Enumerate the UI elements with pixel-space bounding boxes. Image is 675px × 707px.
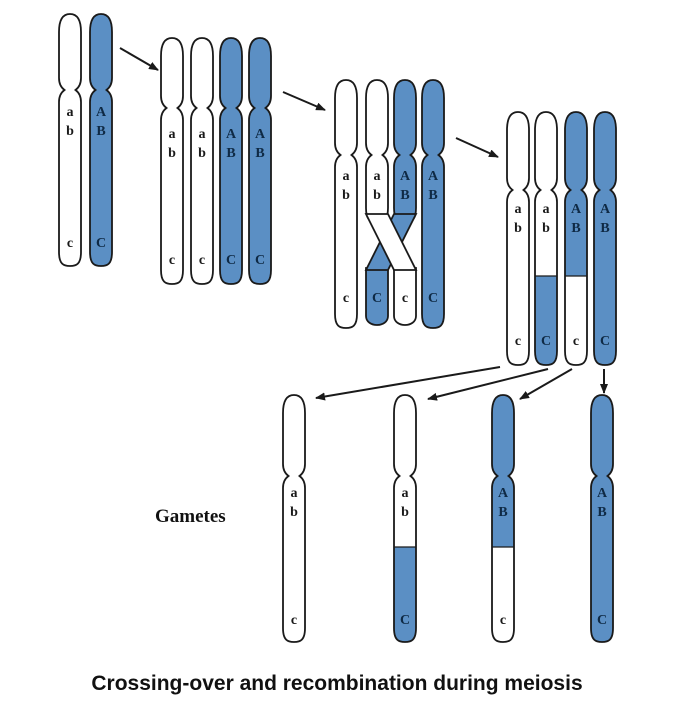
allele-label-lower: C (597, 613, 607, 628)
chromosome (220, 38, 242, 284)
allele-label-upper: A (226, 127, 237, 142)
allele-label-upper: A (571, 202, 582, 217)
allele-label-mid: B (571, 221, 580, 236)
allele-label-lower: c (515, 334, 521, 349)
allele-label-mid: B (498, 505, 507, 520)
allele-label-mid: b (514, 221, 522, 236)
allele-label-lower: c (343, 291, 349, 306)
arrow (283, 92, 325, 110)
allele-label-mid: b (542, 221, 550, 236)
allele-label-upper: A (597, 486, 608, 501)
allele-label-upper: A (600, 202, 611, 217)
arrow (456, 138, 498, 157)
allele-label-lower: c (199, 253, 205, 268)
allele-label-mid: b (66, 124, 74, 139)
arrow (428, 369, 548, 399)
allele-label-mid: b (373, 188, 381, 203)
allele-label-upper: a (374, 169, 381, 184)
allele-label-lower: c (402, 291, 408, 306)
allele-label-upper: A (428, 169, 439, 184)
allele-label-lower: C (400, 613, 410, 628)
chromosome (90, 14, 112, 266)
allele-label-mid: b (290, 505, 298, 520)
allele-label-mid: b (168, 146, 176, 161)
allele-label-mid: b (401, 505, 409, 520)
allele-label-upper: a (291, 486, 298, 501)
allele-label-mid: b (198, 146, 206, 161)
chromosome (191, 38, 213, 284)
chromosome (249, 38, 271, 284)
allele-label-upper: a (515, 202, 522, 217)
allele-label-lower: c (169, 253, 175, 268)
allele-label-upper: a (543, 202, 550, 217)
allele-label-upper: A (255, 127, 266, 142)
allele-label-upper: A (96, 105, 107, 120)
chromosome (59, 14, 81, 266)
allele-label-lower: C (541, 334, 551, 349)
allele-label-lower: C (428, 291, 438, 306)
chromosomes-layer (59, 14, 616, 646)
allele-label-lower: C (255, 253, 265, 268)
figure-caption: Crossing-over and recombination during m… (91, 672, 582, 695)
allele-label-upper: a (343, 169, 350, 184)
allele-label-lower: c (67, 236, 73, 251)
allele-label-lower: C (96, 236, 106, 251)
gametes-label: Gametes (155, 506, 226, 527)
allele-label-lower: c (500, 613, 506, 628)
allele-label-mid: B (255, 146, 264, 161)
allele-label-mid: b (342, 188, 350, 203)
allele-label-mid: B (400, 188, 409, 203)
chromosome (383, 395, 427, 646)
allele-label-upper: a (67, 105, 74, 120)
allele-label-mid: B (600, 221, 609, 236)
allele-label-upper: A (400, 169, 411, 184)
allele-label-lower: c (291, 613, 297, 628)
allele-label-upper: a (402, 486, 409, 501)
allele-label-mid: B (96, 124, 105, 139)
chromosome (554, 112, 598, 369)
allele-label-lower: C (372, 291, 382, 306)
allele-label-mid: B (597, 505, 606, 520)
chromosome (481, 395, 525, 646)
chromosome (507, 112, 529, 365)
allele-label-upper: A (498, 486, 509, 501)
allele-label-lower: c (573, 334, 579, 349)
chromosome (594, 112, 616, 365)
chromosome (524, 112, 568, 369)
allele-label-lower: C (600, 334, 610, 349)
arrow (316, 367, 500, 398)
chromosome (161, 38, 183, 284)
allele-label-lower: C (226, 253, 236, 268)
allele-label-mid: B (428, 188, 437, 203)
arrow (120, 48, 158, 70)
allele-label-upper: a (169, 127, 176, 142)
allele-label-mid: B (226, 146, 235, 161)
allele-label-upper: a (199, 127, 206, 142)
